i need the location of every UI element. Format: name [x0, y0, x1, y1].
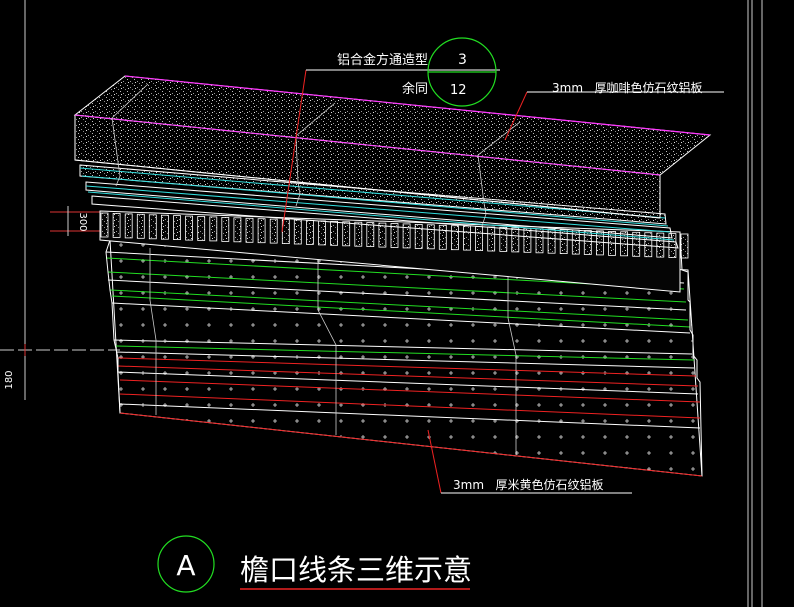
square-tube [414, 223, 423, 249]
spec-bubble-bottom: 12 [450, 83, 467, 98]
square-tube [511, 227, 520, 253]
square-tube [523, 227, 532, 253]
top-callout: 铝合金方通造型 余同 3 12 3mm 厚咖啡色仿石纹铝板 [281, 37, 724, 233]
dimension-300 [50, 206, 100, 236]
square-tube [136, 213, 145, 239]
dimension-180-label: 180 [4, 370, 15, 389]
square-tube [366, 222, 375, 248]
square-tube [100, 212, 109, 238]
lower-wall-right-edge [679, 231, 703, 477]
square-tube [197, 216, 206, 241]
detail-bubble [157, 535, 215, 593]
same-label: 余同 [402, 81, 428, 97]
square-tube [221, 216, 230, 242]
coping-front-edge [74, 114, 661, 176]
coping-leader-line [504, 91, 528, 141]
square-tube [644, 232, 653, 258]
coping-bottom-edge [74, 159, 661, 219]
drawing-frame [24, 0, 763, 607]
square-tube [173, 215, 181, 241]
square-tube [354, 221, 363, 247]
square-tube [318, 220, 326, 246]
square-tube [148, 214, 157, 240]
square-tube [257, 218, 266, 244]
square-tube [499, 226, 508, 252]
bottom-callout: 3mm 厚米黄色仿石纹铝板 [427, 429, 632, 494]
square-tube [160, 214, 169, 240]
square-tube [342, 221, 351, 247]
fascia-bands [79, 164, 679, 249]
square-tube [245, 217, 254, 243]
detail-letter: A [176, 549, 195, 582]
square-tube [475, 226, 484, 252]
square-tube [487, 226, 496, 252]
title-block: A 檐口线条三维示意 [157, 535, 472, 593]
square-tube [293, 219, 302, 245]
dimension-180 [0, 344, 120, 356]
square-tube [330, 220, 339, 246]
square-tube [124, 213, 133, 239]
square-tube [463, 225, 471, 251]
detail-title: 檐口线条三维示意 [240, 553, 472, 587]
cornice-3d-model [73, 75, 712, 477]
wall-leader-line [427, 429, 442, 494]
dimension-300-label: 300 [77, 212, 88, 231]
lower-wall-left-edge [105, 239, 121, 414]
square-tube [305, 219, 314, 245]
tube-material-label: 铝合金方通造型 [337, 52, 428, 68]
square-tube [269, 218, 278, 244]
square-tube [390, 223, 399, 248]
square-tube [402, 223, 411, 249]
square-tube [185, 215, 194, 241]
square-tube [535, 228, 544, 254]
square-tube [426, 224, 435, 250]
coping-top-edge [124, 75, 711, 136]
square-tube-row [100, 212, 689, 259]
square-tube [450, 225, 459, 251]
square-tube [583, 230, 592, 255]
coping-panel-note: 3mm 厚咖啡色仿石纹铝板 [552, 80, 702, 95]
square-tube [438, 224, 447, 250]
square-tube [112, 212, 121, 238]
square-tube [233, 217, 242, 243]
square-tube [668, 233, 677, 259]
lower-wall-seams [149, 248, 517, 455]
square-tube [378, 222, 387, 248]
square-tube [547, 228, 556, 254]
square-tube [680, 233, 689, 259]
tube-leader-line [281, 69, 307, 233]
wall-panel-note: 3mm 厚米黄色仿石纹铝板 [453, 477, 603, 492]
square-tube [209, 216, 218, 242]
square-tube [656, 232, 665, 258]
spec-bubble-top: 3 [458, 52, 467, 68]
